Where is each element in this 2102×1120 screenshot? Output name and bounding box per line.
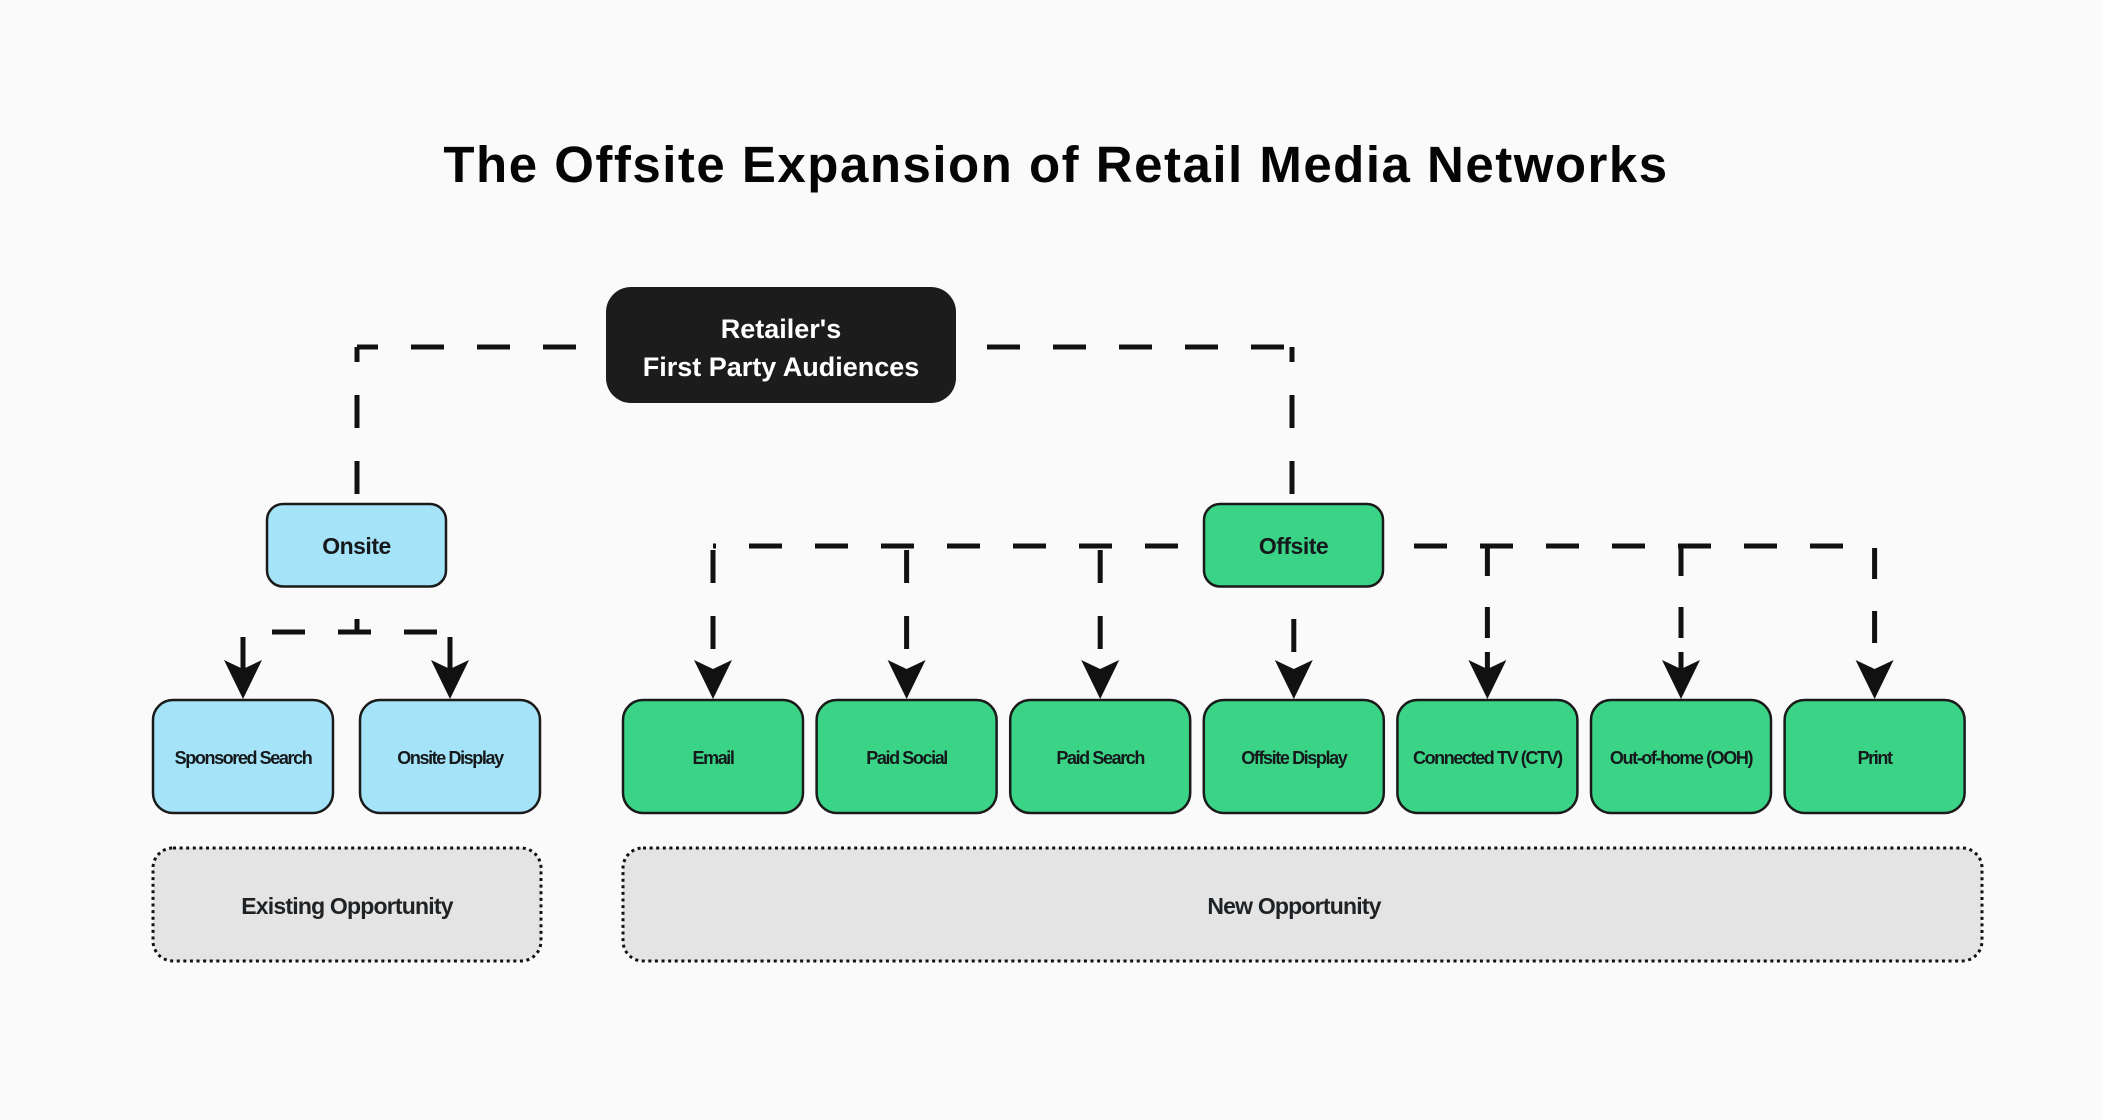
svg-text:Offsite Display: Offsite Display	[1241, 748, 1347, 768]
svg-text:Paid Search: Paid Search	[1056, 748, 1144, 768]
svg-text:Print: Print	[1858, 748, 1893, 768]
svg-text:Offsite: Offsite	[1259, 533, 1328, 559]
svg-text:The Offsite Expansion of Retai: The Offsite Expansion of Retail Media Ne…	[443, 136, 1668, 193]
svg-text:Out-of-home (OOH): Out-of-home (OOH)	[1610, 748, 1754, 768]
svg-text:First Party Audiences: First Party Audiences	[643, 352, 920, 382]
svg-text:Email: Email	[692, 748, 733, 768]
svg-text:Onsite Display: Onsite Display	[397, 748, 504, 768]
svg-text:Onsite: Onsite	[322, 533, 391, 559]
svg-text:Existing Opportunity: Existing Opportunity	[241, 893, 453, 919]
svg-text:Paid Social: Paid Social	[866, 748, 947, 768]
svg-text:Retailer's: Retailer's	[721, 314, 842, 344]
svg-text:New Opportunity: New Opportunity	[1207, 893, 1381, 919]
svg-text:Sponsored Search: Sponsored Search	[175, 748, 312, 768]
svg-text:Connected TV (CTV): Connected TV (CTV)	[1413, 748, 1563, 768]
